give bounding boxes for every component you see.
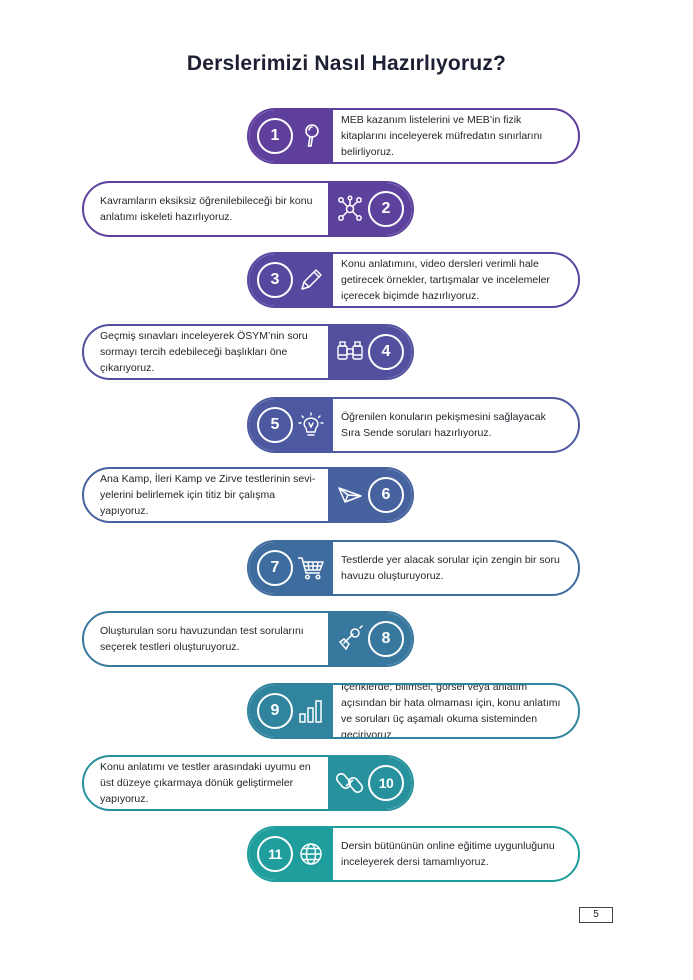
step-text: Geçmiş sınavları inceleyerek ÖSYM’nin so… <box>100 330 308 374</box>
network-icon <box>338 195 362 221</box>
page-title: Derslerimizi Nasıl Hazırlıyoruz? <box>186 52 507 75</box>
step-5: 5 Öğrenilen konuların pekişmesini sağlay… <box>247 397 580 453</box>
step-number: 5 <box>257 407 293 443</box>
bar-chart-icon <box>299 700 322 723</box>
step-8: 8 Oluşturulan soru havuzundan test sorul… <box>82 611 414 667</box>
step-number: 11 <box>257 836 293 872</box>
step-text: Konu anlatımı ve testler arasındaki uyum… <box>100 761 311 805</box>
step-4: 4 Geçmiş sınavları inceleyerek ÖSYM’nin … <box>82 324 414 380</box>
step-number: 6 <box>368 477 404 513</box>
step-1: 1 MEB kazanım listelerini ve MEB’in fizi… <box>247 108 580 164</box>
step-text: Konu anlatımını, video dersleri verimli … <box>341 258 550 302</box>
pencil-icon <box>301 269 322 290</box>
step-number: 2 <box>368 191 404 227</box>
page-number: 5 <box>579 907 613 923</box>
step-number: 1 <box>257 118 293 154</box>
step-number: 4 <box>368 334 404 370</box>
paper-plane-icon <box>338 487 362 503</box>
lightbulb-icon <box>298 412 324 436</box>
step-9: 9 İçeriklerde; bilimsel, görsel veya anl… <box>247 683 580 739</box>
step-number: 8 <box>368 621 404 657</box>
step-text: Oluşturulan soru havuzundan test sorular… <box>100 625 304 653</box>
step-number: 10 <box>368 765 404 801</box>
step-number: 7 <box>257 550 293 586</box>
step-3: 3 Konu anlatımını, video dersleri veriml… <box>247 252 580 308</box>
step-text: Testlerde yer alacak sorular için zengin… <box>341 554 560 582</box>
step-7: 7 Testlerde yer alacak sorular için zeng… <box>247 540 580 596</box>
magnifier-icon <box>305 124 319 147</box>
step-2: 2 Kavramların eksiksiz öğrenilebileceği … <box>82 181 414 237</box>
cart-icon <box>298 557 324 580</box>
step-text: İçeriklerde; bilimsel, görsel veya anlat… <box>341 683 561 739</box>
step-number: 3 <box>257 262 293 298</box>
link-icon <box>336 773 364 793</box>
step-text: Kavramların eksiksiz öğrenilebileceği bi… <box>100 195 313 223</box>
step-text: Ana Kamp, İleri Kamp ve Zirve testlerini… <box>100 473 316 517</box>
step-text: MEB kazanım listelerini ve MEB’in fizik … <box>341 114 543 158</box>
step-11: 11 Dersin bütününün online eğitime uygun… <box>247 826 580 882</box>
step-text: Dersin bütününün online eğitime uygunluğ… <box>341 840 555 868</box>
step-number: 9 <box>257 693 293 729</box>
pointer-icon <box>338 625 363 651</box>
step-10: 10 Konu anlatımı ve testler arasındaki u… <box>82 755 414 811</box>
step-text: Öğrenilen konuların pekişmesini sağlayac… <box>341 411 546 439</box>
globe-icon <box>300 843 322 865</box>
binoculars-icon <box>337 341 363 360</box>
step-6: 6 Ana Kamp, İleri Kamp ve Zirve testleri… <box>82 467 414 523</box>
